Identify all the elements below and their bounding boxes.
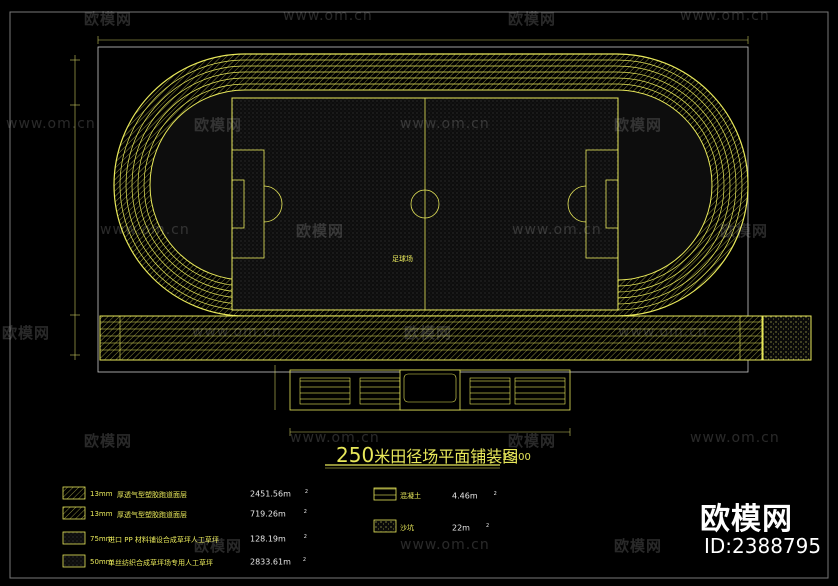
- stand-area: [289, 369, 571, 411]
- legend-item-2-desc: 厚透气型塑胶跑道面层: [117, 511, 187, 519]
- watermark-logo: 欧模网: [2, 324, 51, 342]
- watermark-logo: 欧模网: [194, 116, 243, 134]
- watermark-site: www.om.cn: [400, 116, 490, 132]
- watermark-site: www.om.cn: [283, 8, 373, 24]
- legend-swatches: [62, 486, 397, 568]
- legend-item-1-desc: 厚透气型塑胶跑道面层: [117, 491, 187, 499]
- drawing-scale: 1:200: [502, 452, 531, 463]
- legend-item-2-thickness: 13mm: [90, 510, 113, 518]
- watermark-site: www.om.cn: [400, 537, 490, 553]
- legend-item-3-thickness: 75mm: [90, 535, 113, 543]
- watermark-site: www.om.cn: [680, 8, 770, 24]
- watermark-logo: 欧模网: [404, 324, 453, 342]
- brand-id: ID:2388795: [704, 534, 822, 558]
- watermark-logo: 欧模网: [84, 432, 133, 450]
- football-field: [231, 97, 619, 311]
- watermark-logo: 欧模网: [84, 10, 133, 28]
- dimension-lines: [70, 36, 749, 436]
- legend-item-4-thickness: 50mm: [90, 558, 113, 566]
- sprint-straight: [99, 315, 763, 361]
- legend-item-4-desc: 单丝纺织合成草坪场专用人工草坪: [108, 559, 213, 567]
- watermark-site: www.om.cn: [690, 430, 780, 446]
- watermark-site: www.om.cn: [192, 324, 282, 340]
- brand-logo: 欧模网: [700, 502, 793, 537]
- field-label: 足球场: [392, 255, 413, 263]
- watermark-logo: 欧模网: [508, 10, 557, 28]
- legend-item-1-thickness: 13mm: [90, 490, 113, 498]
- watermark-logo: 欧模网: [614, 537, 663, 555]
- watermark-site: www.om.cn: [100, 222, 190, 238]
- drawing-title: 250米田径场平面铺装图: [336, 443, 518, 467]
- legend-item-3-desc: 进口 PP 材料铺设合成草坪人工草坪: [108, 536, 219, 544]
- watermark-site: www.om.cn: [512, 222, 602, 238]
- title-number: 250: [336, 443, 375, 467]
- watermark-logo: 欧模网: [194, 537, 243, 555]
- title-text: 米田径场平面铺装图: [374, 447, 519, 466]
- watermark-logo: 欧模网: [720, 222, 769, 240]
- watermark-site: www.om.cn: [290, 430, 380, 446]
- legend-right-2-desc: 沙坑: [400, 524, 414, 532]
- watermark-logo: 欧模网: [614, 116, 663, 134]
- sand-pit: [762, 315, 812, 361]
- legend-right-1-desc: 混凝土: [400, 492, 421, 500]
- watermark-logo: 欧模网: [296, 222, 345, 240]
- watermark-logo: 欧模网: [508, 432, 557, 450]
- watermark-site: www.om.cn: [6, 116, 96, 132]
- watermark-site: www.om.cn: [618, 324, 708, 340]
